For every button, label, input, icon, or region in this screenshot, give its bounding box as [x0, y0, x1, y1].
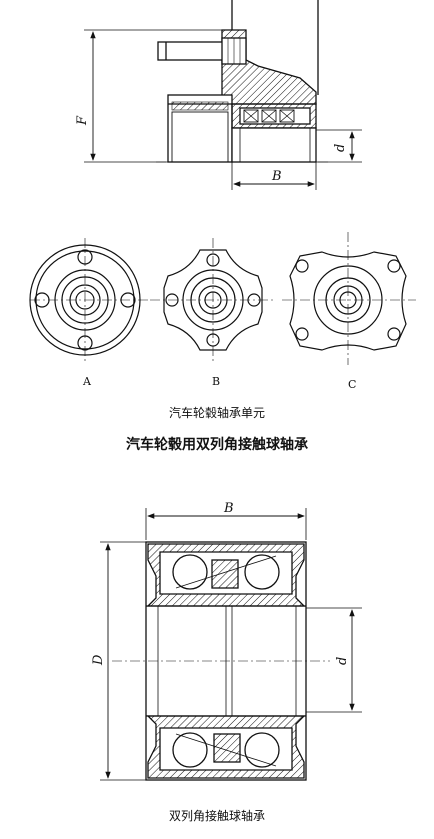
dim-label-D: D [91, 654, 106, 666]
caption-hub-units: 汽车轮毂轴承单元 [168, 406, 265, 420]
section-title: 汽车轮毂用双列角接触球轴承 [126, 437, 308, 453]
hub-section-drawing [84, 0, 362, 190]
dim-label-d-bottom: d [335, 657, 350, 665]
dim-label-F: F [75, 115, 90, 126]
hub-variant-c [282, 232, 416, 365]
dim-label-B-bottom: B [223, 501, 234, 516]
variant-label-a: A [82, 375, 92, 388]
variant-label-c: C [348, 378, 356, 391]
dim-label-B-top: B [271, 169, 282, 184]
variant-label-b: B [212, 375, 220, 388]
hub-variant-b [150, 238, 275, 362]
caption-bearing: 双列角接触球轴承 [168, 809, 265, 823]
hub-variant-a [29, 238, 150, 362]
dim-label-d-top: d [333, 144, 348, 152]
bearing-section-drawing [100, 508, 362, 781]
